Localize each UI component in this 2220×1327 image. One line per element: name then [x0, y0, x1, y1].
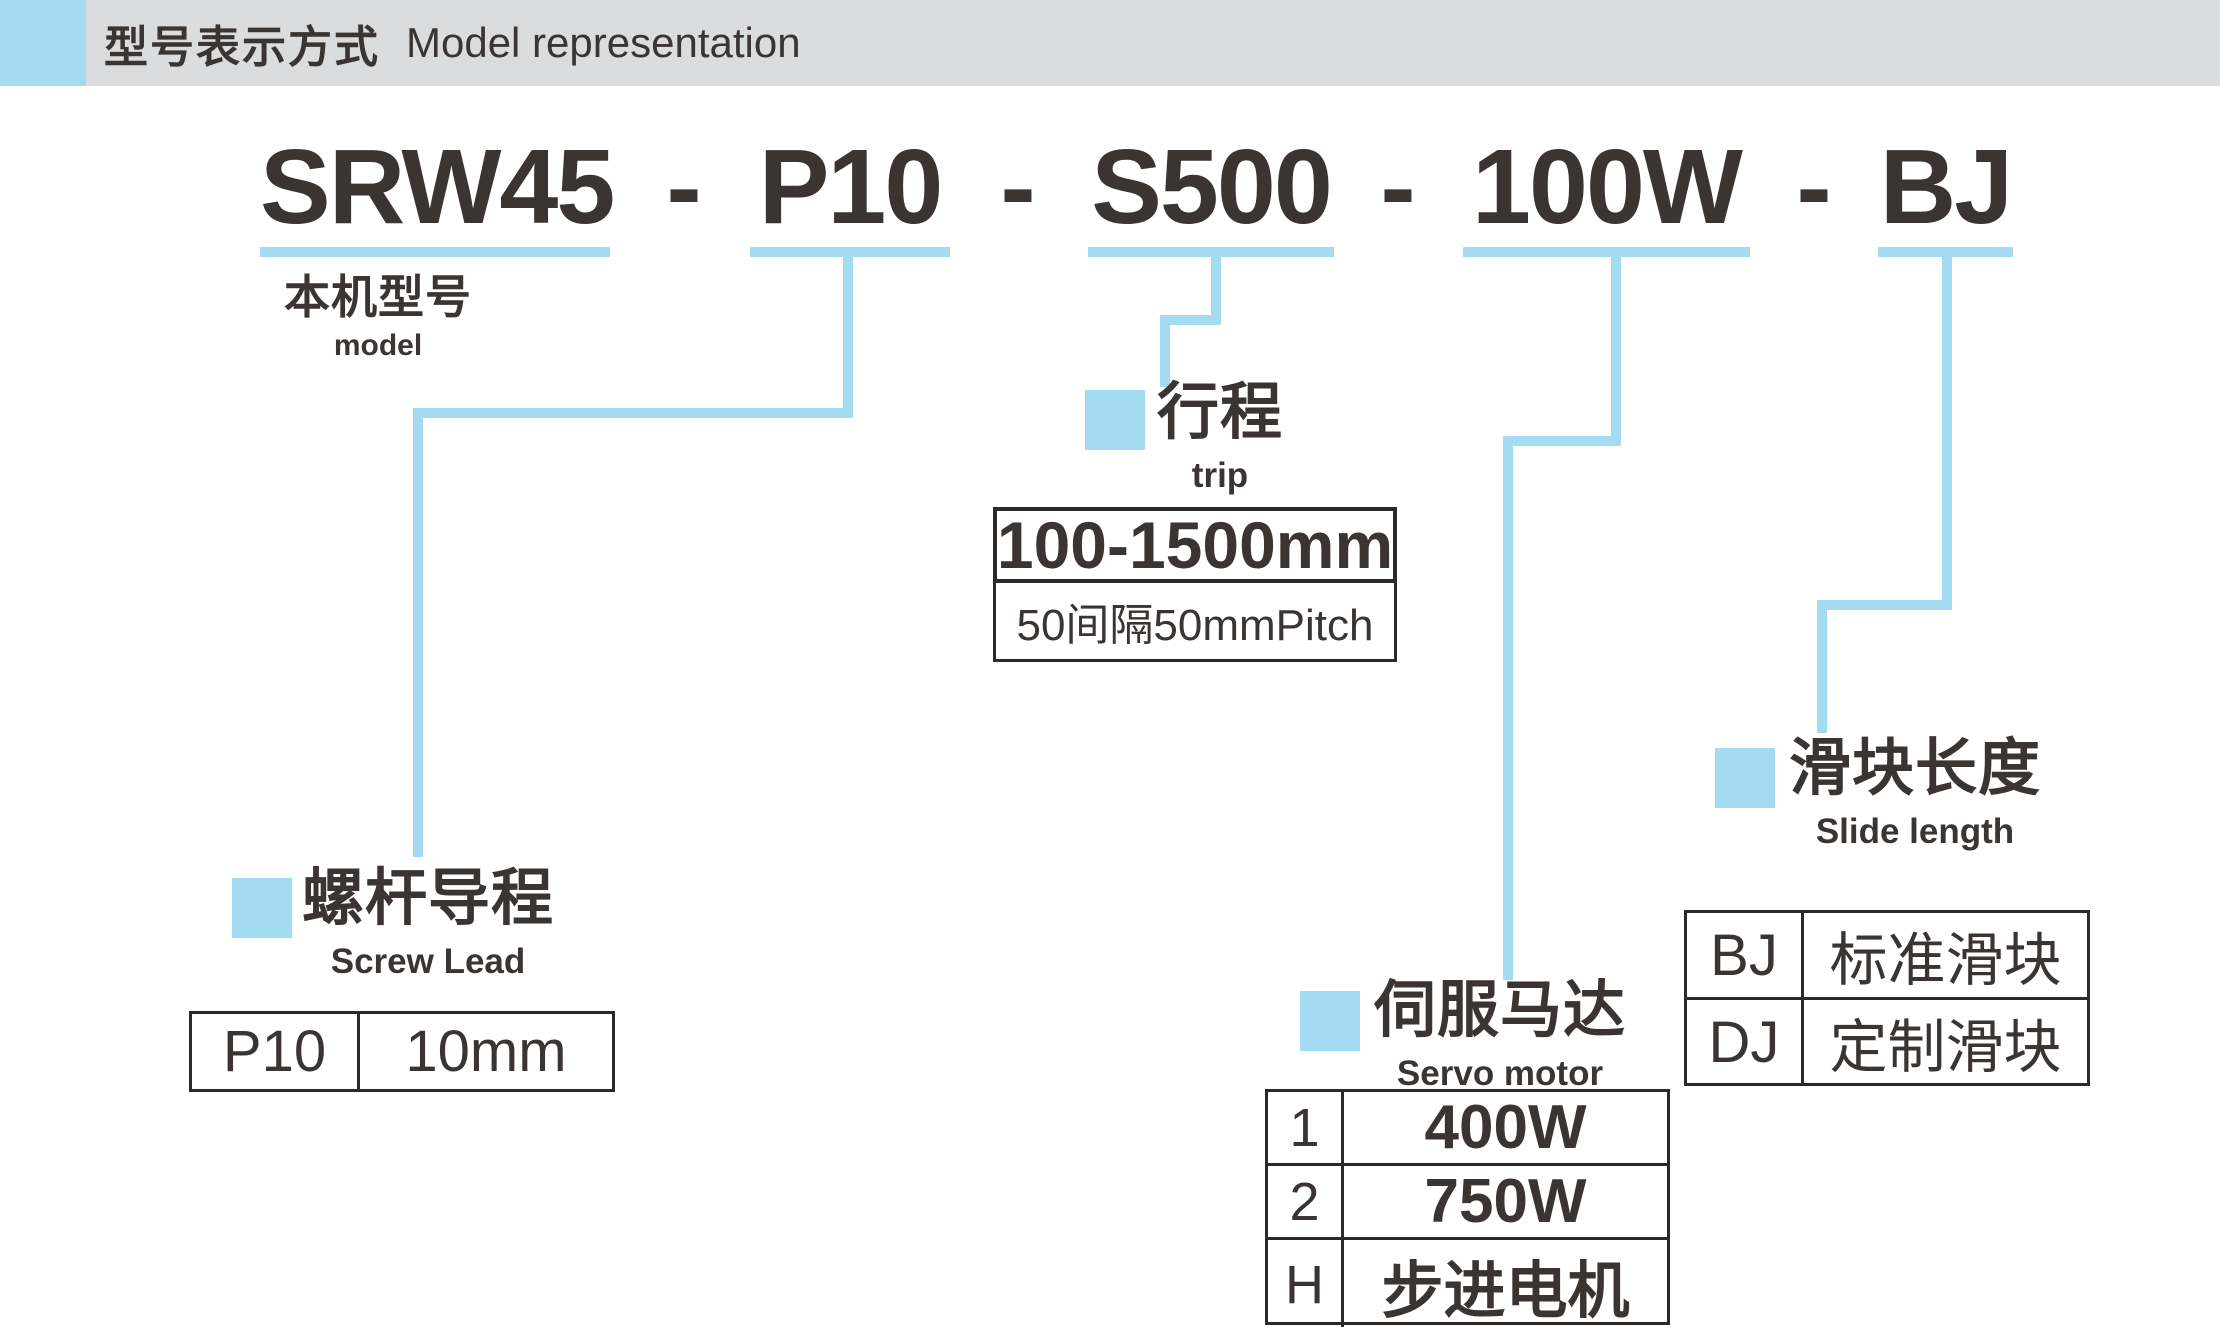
model-segment-s500: S500 [1088, 128, 1334, 257]
model-label: 本机型号 model [283, 272, 473, 361]
servo-motor-label-cn: 伺服马达 [1373, 976, 1626, 1045]
servo-motor-table: 1 400W 2 750W H 步进电机 [1265, 1089, 1670, 1327]
segment-underline [1088, 247, 1334, 257]
segment-separator: - [666, 128, 702, 246]
table-row: H 步进电机 [1268, 1240, 1667, 1327]
table-row: 1 400W [1268, 1092, 1667, 1166]
trip-label-cn: 行程 [1157, 378, 1284, 447]
slide-length-accent-square [1715, 748, 1775, 808]
connector-100w-v1 [1611, 257, 1621, 446]
trip-label: 行程 trip [1157, 380, 1283, 493]
trip-accent-square [1085, 390, 1145, 450]
connector-p10-h [413, 408, 853, 418]
screw-lead-code-cell: P10 [192, 1014, 360, 1089]
servo-code-cell: 1 [1268, 1092, 1344, 1163]
slide-length-label-en: Slide length [1815, 812, 2015, 852]
table-row: DJ 定制滑块 [1687, 1000, 2087, 1084]
connector-bj-h [1817, 600, 1952, 610]
model-segment-text: 100W [1472, 128, 1743, 246]
model-label-cn: 本机型号 [284, 271, 472, 323]
segment-underline [750, 247, 950, 257]
trip-range-cell: 100-1500mm [993, 507, 1397, 583]
header-title-en: Model representation [406, 19, 801, 66]
servo-value-cell: 400W [1424, 1093, 1587, 1162]
screw-lead-label: 螺杆导程 Screw Lead [300, 866, 556, 979]
model-segment-bj: BJ [1878, 128, 2014, 257]
header-accent-square [0, 0, 86, 86]
screw-lead-accent-square [232, 878, 292, 938]
segment-underline [260, 247, 610, 257]
servo-code-cell: 2 [1268, 1166, 1344, 1237]
connector-bj-v2 [1817, 600, 1827, 733]
connector-100w-h [1503, 436, 1621, 446]
slide-value-cell: 定制滑块 [1829, 1015, 2062, 1080]
trip-label-en: trip [1191, 456, 1249, 496]
connector-s500-v2 [1160, 315, 1170, 387]
slide-length-table: BJ 标准滑块 DJ 定制滑块 [1684, 910, 2090, 1086]
model-segment-text: S500 [1091, 128, 1333, 246]
model-segment-text: BJ [1879, 128, 2014, 246]
servo-value-cell: 750W [1424, 1167, 1587, 1236]
slide-length-label-cn: 滑块长度 [1788, 734, 2041, 803]
model-segment-p10: P10 [750, 128, 950, 257]
segment-separator: - [1796, 128, 1832, 246]
model-label-en: model [333, 328, 423, 362]
trip-box: 100-1500mm 50间隔50mmPitch [993, 507, 1397, 662]
connector-p10-v2 [413, 408, 423, 857]
model-segment-text: SRW45 [260, 128, 615, 246]
slide-code-cell: DJ [1687, 1000, 1804, 1084]
connector-p10-v1 [843, 257, 853, 418]
model-segment-100w: 100W [1463, 128, 1750, 257]
segment-underline [1463, 247, 1750, 257]
header-bar: 型号表示方式 Model representation [0, 0, 2220, 86]
screw-lead-value-cell: 10mm [405, 1019, 567, 1084]
segment-separator: - [1000, 128, 1036, 246]
segment-underline [1878, 247, 2013, 257]
servo-motor-label-en: Servo motor [1396, 1054, 1604, 1094]
header-title-cn: 型号表示方式 [104, 23, 380, 72]
screw-lead-label-en: Screw Lead [330, 942, 526, 982]
table-row: BJ 标准滑块 [1687, 913, 2087, 1000]
screw-lead-table: P10 10mm [189, 1011, 615, 1092]
screw-lead-label-cn: 螺杆导程 [301, 864, 554, 933]
slide-value-cell: 标准滑块 [1829, 928, 2062, 993]
model-segment-srw45: SRW45 [260, 128, 615, 257]
connector-s500-h [1160, 315, 1221, 325]
slide-length-label: 滑块长度 Slide length [1786, 736, 2044, 849]
servo-value-cell: 步进电机 [1381, 1257, 1630, 1326]
connector-s500-v1 [1211, 257, 1221, 325]
slide-code-cell: BJ [1687, 913, 1804, 997]
segment-separator: - [1380, 128, 1416, 246]
servo-motor-label: 伺服马达 Servo motor [1370, 978, 1630, 1091]
connector-bj-v1 [1942, 257, 1952, 610]
model-segment-text: P10 [758, 128, 944, 246]
servo-code-cell: H [1268, 1240, 1344, 1327]
table-row: 2 750W [1268, 1166, 1667, 1240]
connector-100w-v2 [1503, 436, 1513, 980]
servo-motor-accent-square [1300, 991, 1360, 1051]
table-row: P10 10mm [192, 1014, 612, 1089]
trip-pitch-cell: 50间隔50mmPitch [993, 583, 1397, 662]
